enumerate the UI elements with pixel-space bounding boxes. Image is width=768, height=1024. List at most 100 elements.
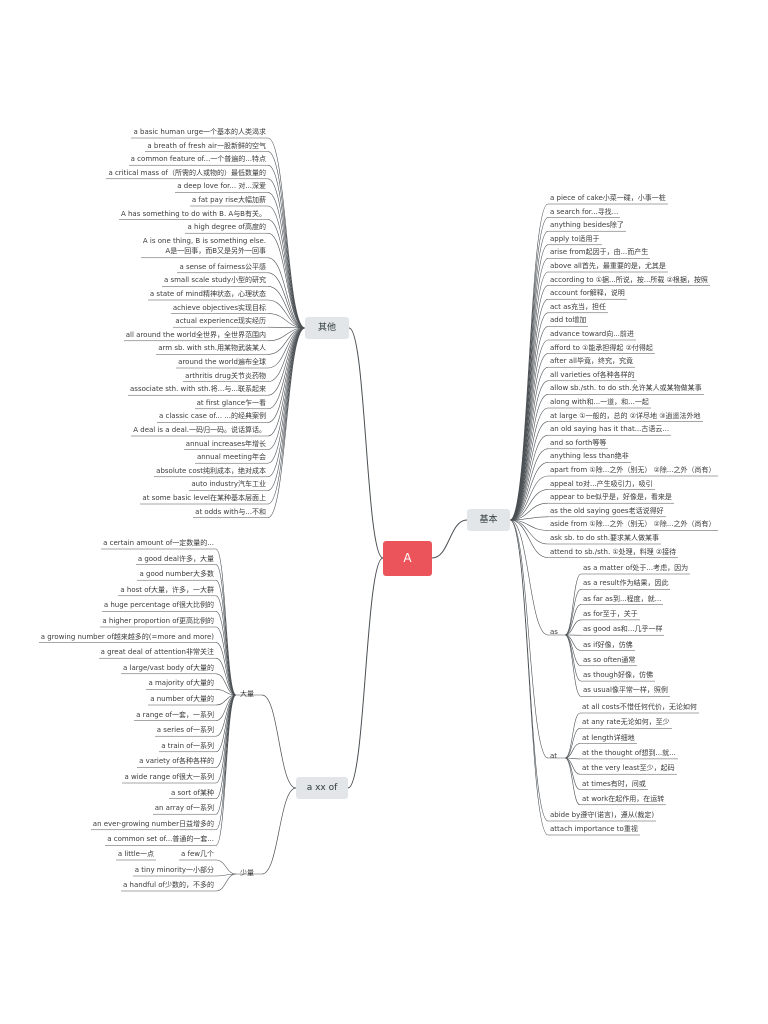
daliang-item[interactable]: a range of一套，一系列 — [136, 710, 214, 719]
daliang-item[interactable]: a variety of各种各样的 — [139, 757, 214, 766]
at-item[interactable]: at the very least至少，起码 — [582, 764, 675, 773]
qita-item[interactable]: A deal is a deal.一码归一码。说话算话。 — [133, 426, 266, 434]
qita-item[interactable]: a critical mass of（所需的人或物的）最低数量的 — [108, 168, 266, 177]
jiben-item[interactable]: add to增加 — [550, 316, 587, 325]
jiben-item[interactable]: allow sb./sth. to do sth.允许某人或某物做某事 — [550, 384, 702, 393]
as-item[interactable]: as a matter of处于...考虑，因为 — [583, 564, 689, 572]
shaoliang-item[interactable]: a little一点 — [117, 850, 154, 858]
qita-item[interactable]: a small scale study小型的研究 — [163, 276, 266, 285]
daliang-item[interactable]: an array of一系列 — [154, 804, 214, 813]
jiben-item[interactable]: an old saying has it that...古语云... — [550, 425, 670, 434]
qita-item[interactable]: at first glance乍一看 — [196, 398, 266, 407]
jiben-item[interactable]: arise from起因于，由...而产生 — [550, 248, 649, 257]
qita-item[interactable]: all around the world全世界，全世界范围内 — [125, 330, 266, 339]
jiben-item[interactable]: attend to sb./sth. ①处理，料理 ②接待 — [550, 547, 677, 556]
qita-item[interactable]: absolute cost纯利成本，绝对成本 — [156, 466, 266, 475]
jiben-item[interactable]: as the old saying goes老话说得好 — [550, 506, 664, 515]
as-item[interactable]: as far as到...程度，就... — [583, 594, 662, 603]
daliang-item[interactable]: a train of一系列 — [161, 741, 214, 750]
jiben-item[interactable]: act as充当，担任 — [550, 302, 607, 311]
qita-item[interactable]: a fat pay rise大幅加薪 — [191, 196, 266, 204]
qita-item[interactable]: a common feature of...一个普遍的...特点 — [130, 155, 266, 164]
at-item[interactable]: at all costs不惜任何代价，无论如何 — [582, 703, 697, 711]
qita-item[interactable]: a breath of fresh air一股新鲜的空气 — [147, 141, 266, 150]
daliang-item[interactable]: a growing number of越来越多的(=more and more) — [40, 632, 214, 641]
as-item[interactable]: as a result作为结果，因此 — [583, 579, 669, 588]
daliang-item[interactable]: a higher proportion of更高比例的 — [102, 617, 214, 625]
at-item[interactable]: at work在起作用，在运转 — [582, 794, 665, 803]
daliang-item[interactable]: a number of大量的 — [150, 695, 214, 703]
as-item[interactable]: as good as和...几乎一样 — [583, 625, 663, 634]
shaoliang-item[interactable]: a tiny minority一小部分 — [134, 866, 214, 874]
jiben-item[interactable]: after all毕竟，终究，究竟 — [550, 357, 633, 366]
as-item[interactable]: as so often通常 — [583, 655, 636, 664]
sub-branch-as[interactable]: as — [550, 628, 558, 636]
jiben-item[interactable]: attach importance to重视 — [550, 825, 638, 833]
as-item[interactable]: as usual像平常一样，照例 — [583, 686, 668, 695]
jiben-item[interactable]: appear to be似乎是，好像是，看来是 — [550, 493, 672, 502]
qita-item[interactable]: actual experience现实经历 — [175, 317, 266, 326]
jiben-item[interactable]: abide by遵守(诺言)，遵从(裁定) — [550, 811, 655, 819]
daliang-item[interactable]: a certain amount of一定数量的... — [103, 539, 214, 547]
at-item[interactable]: at length详细地 — [582, 733, 635, 742]
root-node[interactable]: A — [383, 541, 432, 576]
qita-item[interactable]: a sense of fairness公平感 — [179, 262, 266, 271]
as-item[interactable]: as for至于，关于 — [583, 609, 638, 618]
qita-item[interactable]: A is one thing, B is something else.A是一回… — [142, 236, 266, 255]
qita-item[interactable]: associate sth. with sth.将...与...联系起来 — [130, 385, 266, 394]
jiben-item[interactable]: a search for...寻找... — [550, 207, 619, 216]
qita-item[interactable]: at odds with与...不和 — [195, 507, 266, 516]
qita-item[interactable]: a high degree of高度的 — [187, 223, 266, 232]
shaoliang-item[interactable]: a few几个 — [180, 850, 214, 858]
daliang-item[interactable]: a sort of某种 — [170, 788, 214, 797]
daliang-item[interactable]: a great deal of attention非常关注 — [100, 648, 214, 657]
qita-item[interactable]: achieve objectives实现目标 — [172, 303, 266, 312]
daliang-item[interactable]: a common set of...普通的一套... — [107, 835, 214, 844]
jiben-item[interactable]: aside from ①除...之外（别无） ②除...之外（尚有） — [550, 520, 716, 529]
jiben-item[interactable]: apart from ①除...之外（别无） ②除...之外（尚有） — [550, 466, 716, 474]
jiben-item[interactable]: a piece of cake小菜一碟，小事一桩 — [550, 194, 666, 202]
as-item[interactable]: as though好像，仿佛 — [583, 671, 653, 680]
daliang-item[interactable]: a majority of大量的 — [148, 679, 214, 688]
qita-item[interactable]: auto industry汽车工业 — [191, 480, 266, 489]
daliang-item[interactable]: a series of一系列 — [156, 726, 214, 735]
sub-branch-at[interactable]: at — [550, 752, 558, 760]
daliang-item[interactable]: a host of大量，许多，一大群 — [120, 585, 214, 594]
qita-item[interactable]: arthritis drug关节炎药物 — [185, 371, 266, 380]
jiben-item[interactable]: and so forth等等 — [550, 438, 607, 447]
jiben-item[interactable]: account for解释，说明 — [550, 289, 625, 298]
as-item[interactable]: as if好像，仿佛 — [583, 640, 633, 649]
jiben-item[interactable]: along with和...一道，和...一起 — [550, 398, 649, 406]
qita-item[interactable]: annual increases年增长 — [185, 439, 266, 448]
qita-item[interactable]: around the world遍布全球 — [178, 358, 266, 366]
qita-item[interactable]: a classic case of... ...的经典案例 — [158, 412, 266, 421]
jiben-item[interactable]: apply to适用于 — [550, 234, 600, 243]
sub-branch-daliang[interactable]: 大量 — [240, 690, 254, 698]
jiben-item[interactable]: above all首先，最重要的是，尤其是 — [550, 262, 666, 270]
jiben-item[interactable]: advance toward向...前进 — [550, 330, 634, 338]
daliang-item[interactable]: a good deal许多，大量 — [137, 554, 214, 563]
qita-item[interactable]: a deep love for... 对...深爱 — [177, 182, 266, 191]
qita-item[interactable]: a basic human urge一个基本的人类渴求 — [133, 128, 267, 136]
branch-axxof[interactable]: a xx of — [296, 777, 348, 799]
branch-qita[interactable]: 其他 — [305, 317, 349, 339]
jiben-item[interactable]: according to ①据...所说，按...所载 ②根据，按照 — [550, 275, 708, 284]
at-item[interactable]: at times有时，间或 — [582, 779, 646, 788]
daliang-item[interactable]: a good number大多数 — [139, 570, 214, 579]
jiben-item[interactable]: anything besides除了 — [550, 221, 624, 230]
qita-item[interactable]: a state of mind精神状态，心理状态 — [149, 290, 266, 298]
sub-branch-shaoliang[interactable]: 少量 — [240, 869, 254, 877]
jiben-item[interactable]: anything less than绝非 — [550, 452, 629, 461]
daliang-item[interactable]: a large/vast body of大量的 — [123, 663, 214, 672]
qita-item[interactable]: at some basic level在某种基本层面上 — [142, 494, 266, 502]
qita-item[interactable]: annual meeting年会 — [196, 453, 266, 462]
qita-item[interactable]: arm sb. with sth.用某物武装某人 — [158, 344, 266, 353]
at-item[interactable]: at any rate无论如何，至少 — [582, 718, 670, 727]
daliang-item[interactable]: a huge percentage of很大比例的 — [103, 601, 214, 610]
jiben-item[interactable]: appeal to对...产生吸引力，吸引 — [550, 479, 653, 488]
jiben-item[interactable]: at large ①一般的，总的 ②详尽地 ③逍遥法外地 — [550, 411, 701, 420]
jiben-item[interactable]: all varieties of各种各样的 — [550, 370, 635, 379]
jiben-item[interactable]: ask sb. to do sth.要求某人做某事 — [550, 534, 660, 542]
qita-item[interactable]: A has something to do with B. A与B有关。 — [120, 209, 266, 218]
daliang-item[interactable]: a wide range of很大一系列 — [124, 773, 215, 781]
